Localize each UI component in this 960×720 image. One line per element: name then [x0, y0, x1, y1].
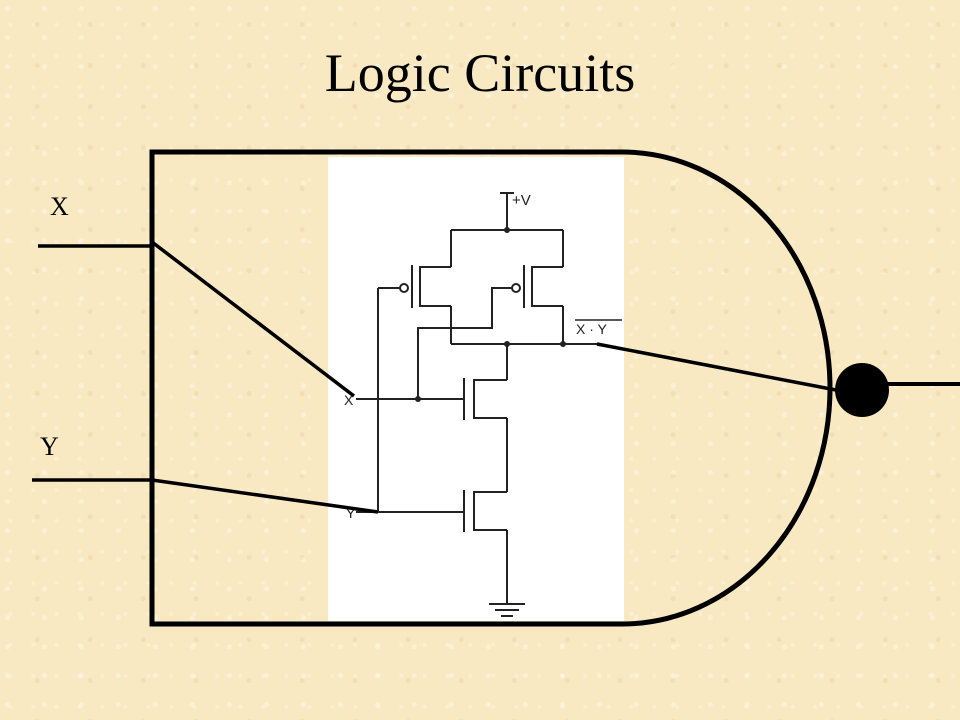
schematic-panel: [328, 157, 624, 621]
schematic-output-label: X · Y: [576, 321, 608, 337]
connector-y-to-schematic: [151, 478, 379, 514]
schematic-input-y-label: Y: [346, 505, 356, 521]
output-junction-dot-right: [560, 341, 566, 347]
connector-x-to-schematic: [150, 240, 356, 398]
pmos-right-channel: [531, 266, 563, 307]
input-x-junction-dot: [415, 396, 421, 402]
nmos-bottom-channel: [473, 491, 507, 531]
pmos-left-channel: [419, 266, 451, 307]
nand-gate-body: [149, 149, 833, 627]
schematic-input-x-label: X: [344, 392, 354, 408]
supply-label: +V: [512, 192, 531, 209]
outer-input-x-label: X: [50, 192, 69, 221]
inversion-bubble: [835, 363, 889, 417]
connector-schematic-output: [596, 342, 837, 392]
slide-title: Logic Circuits: [324, 43, 636, 103]
nmos-top-channel: [473, 379, 507, 419]
outer-input-y-label: Y: [40, 432, 59, 461]
pmos-right-gate-wire: [417, 287, 512, 399]
